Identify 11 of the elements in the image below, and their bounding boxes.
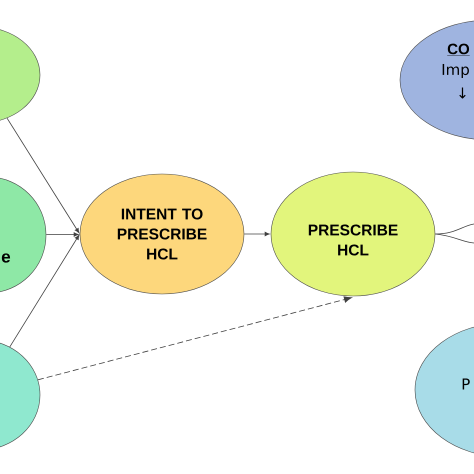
connector-line: [434, 224, 474, 234]
ellipse-node: INTENT TO PRESCRIBE HCL: [80, 174, 244, 294]
ellipse-node: PRESCRIBE HCL: [270, 172, 436, 296]
arrow: [6, 118, 80, 234]
arrow: [9, 234, 80, 348]
dashed-arrow: [38, 296, 352, 380]
connector-line: [434, 234, 474, 244]
ellipse-node: CO Imp ↓: [400, 20, 474, 140]
ellipse-node: P: [414, 322, 474, 458]
arrow: [46, 232, 79, 237]
arrow: [244, 232, 270, 236]
